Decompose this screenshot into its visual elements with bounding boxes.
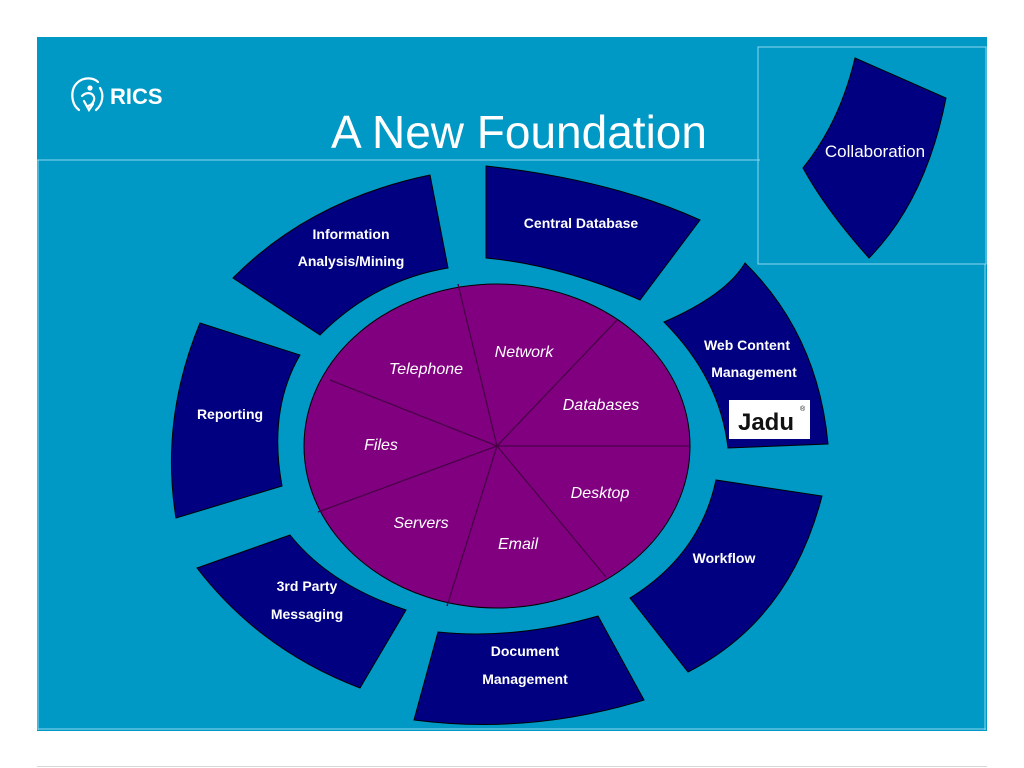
rics-logo: RICS [71,77,163,113]
label-web-content-line1: Web Content [704,337,790,353]
core-divider [496,319,618,447]
segment-reporting [170,322,301,519]
core-divider [496,445,607,578]
label-information-line2: Analysis/Mining [298,253,405,269]
segment-central-database [485,165,701,301]
core-divider [457,283,498,447]
jadu-logo-background [729,400,810,439]
footer-divider [37,766,987,767]
label-web-content-line2: Management [711,364,797,380]
label-workflow: Workflow [693,550,756,566]
lion-icon [71,77,104,113]
collaboration-box-frame [757,46,987,265]
segment-collaboration [802,57,947,259]
label-central-database: Central Database [524,215,639,231]
segment-3rd-party-messaging [196,534,407,689]
label-document-line2: Management [482,671,568,687]
core-label-email: Email [498,536,538,553]
segment-workflow [629,479,823,673]
jadu-registered-mark: ® [800,405,806,413]
core-divider [446,445,498,607]
core-label-telephone: Telephone [389,361,463,378]
core-label-databases: Databases [563,397,640,414]
label-document-line1: Document [491,643,560,659]
label-information-line1: Information [313,226,390,242]
jadu-logo: Jadu ® [729,400,810,439]
core-circle: Network Telephone Databases Files Deskto… [303,283,691,609]
label-collaboration: Collaboration [825,142,925,161]
page-title: A New Foundation [331,106,707,158]
logo-text: RICS [110,84,163,109]
segment-information-analysis [232,174,449,336]
core-label-servers: Servers [393,515,448,532]
label-reporting: Reporting [197,406,263,422]
core-label-desktop: Desktop [571,485,630,502]
label-messaging-line1: 3rd Party [277,578,338,594]
segment-document-management [413,615,645,725]
core-divider [329,379,498,447]
core-divider [317,445,498,513]
jadu-logo-text: Jadu [738,409,794,436]
core-label-network: Network [495,344,555,361]
core-label-files: Files [364,437,398,454]
label-messaging-line2: Messaging [271,606,343,622]
